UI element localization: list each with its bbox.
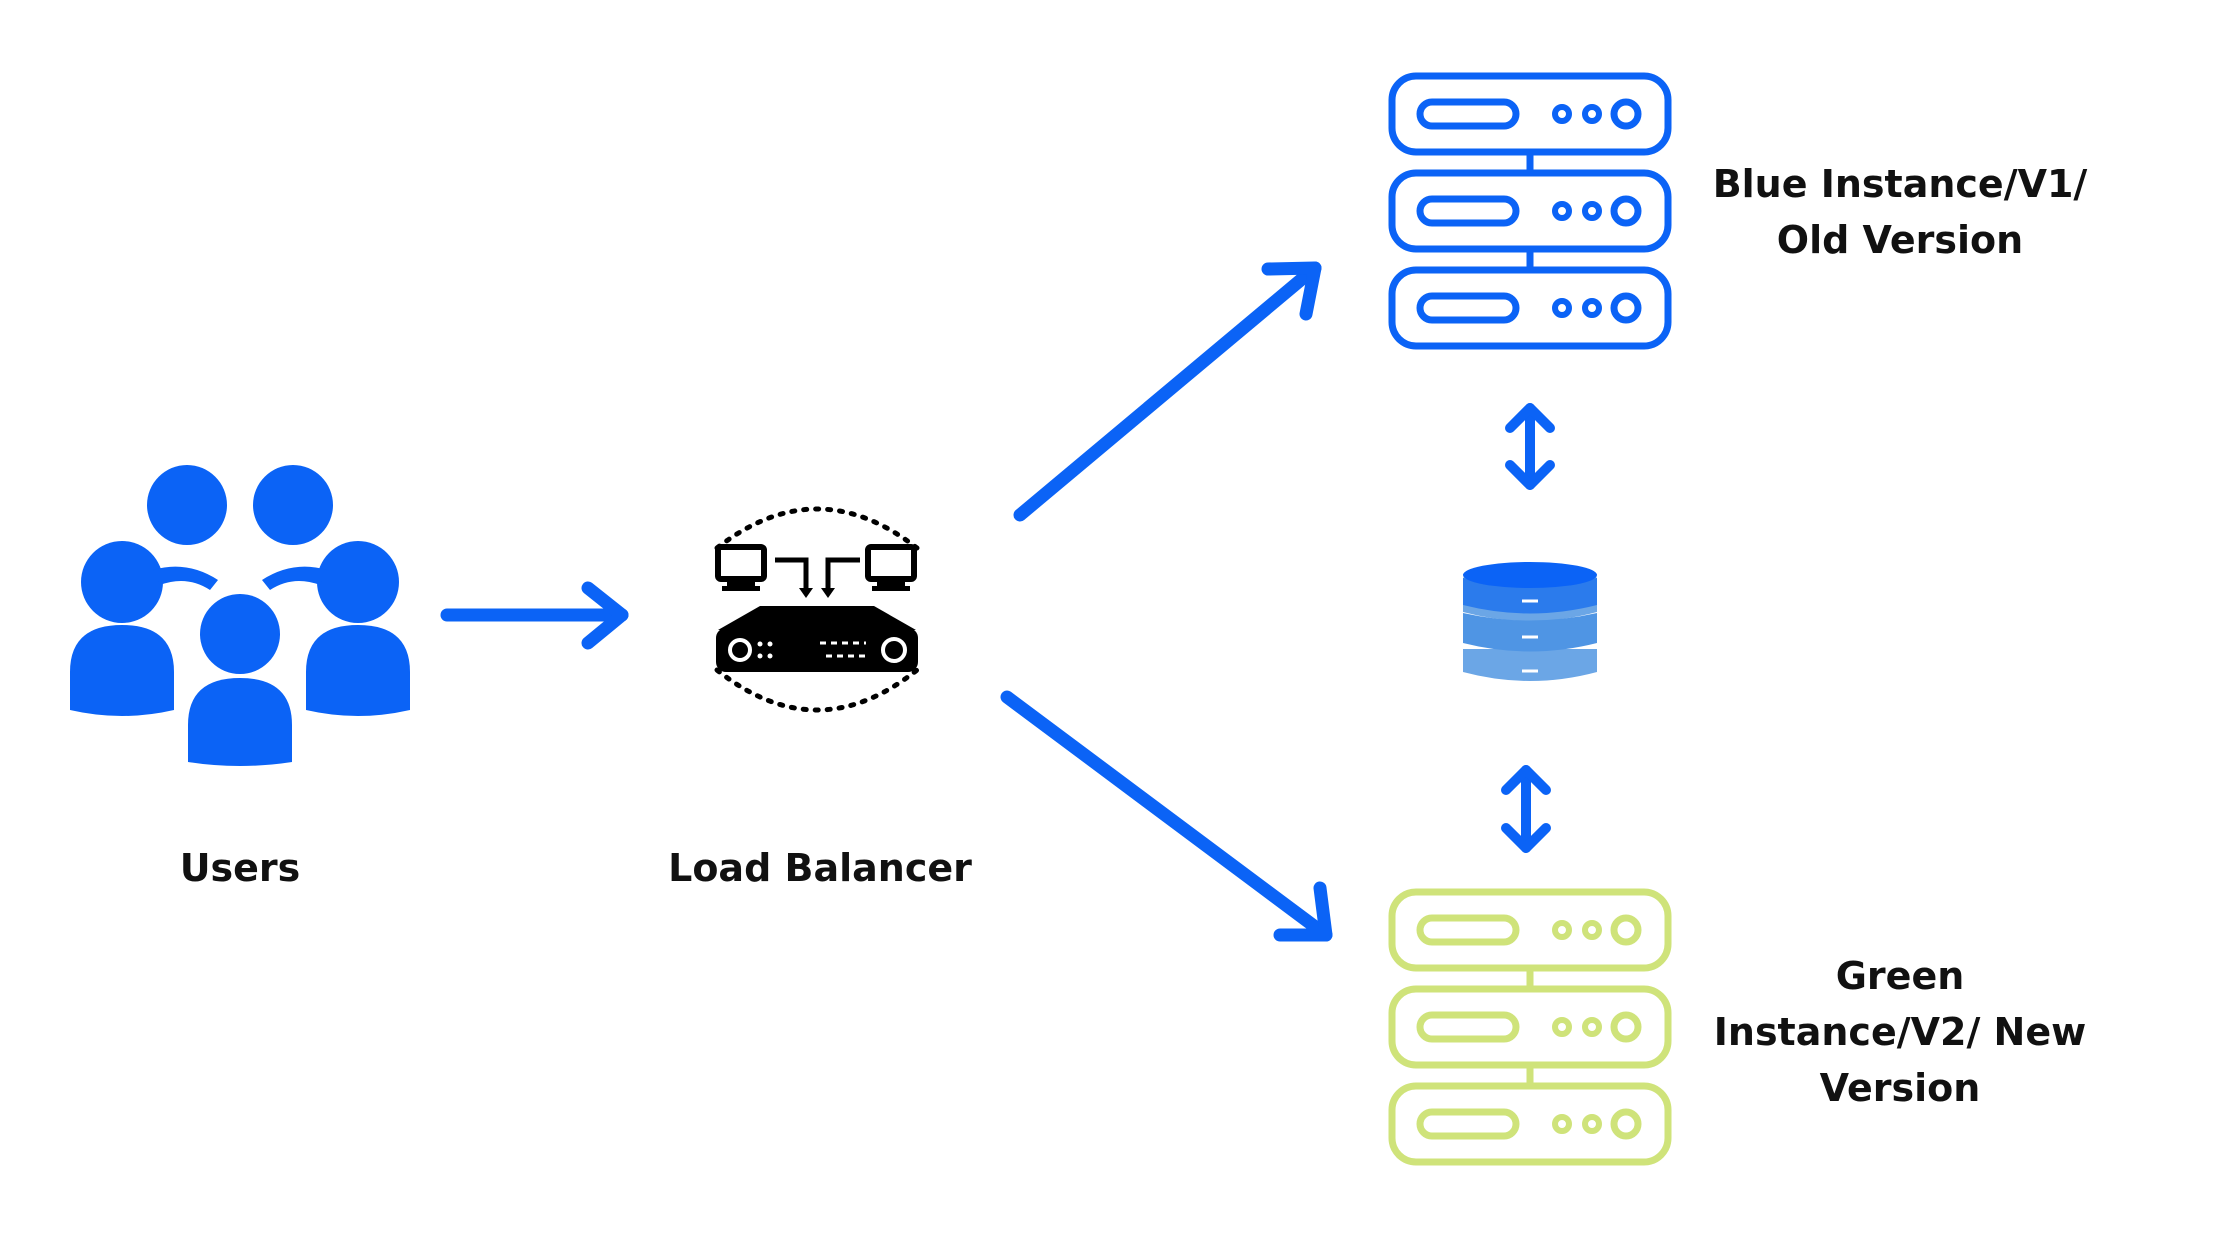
users-group-icon	[70, 465, 410, 766]
green-instance-label-line-2: Instance/V2/ New	[1713, 1010, 2087, 1054]
green-instance-label-line-3: Version	[1819, 1066, 1981, 1110]
users-label: Users	[140, 840, 340, 896]
arrow-lb-to-blue-instance	[1013, 261, 1322, 522]
blue-server-unit-2	[1392, 173, 1668, 249]
load-balancer-label-text: Load Balancer	[668, 846, 972, 890]
blue-server-unit-1	[1392, 76, 1668, 152]
green-server-stack-icon	[1392, 892, 1668, 1162]
green-server-unit-1	[1392, 892, 1668, 968]
green-server-unit-3	[1392, 1086, 1668, 1162]
bidirectional-arrow-blue-to-database	[1505, 403, 1555, 490]
load-balancer-icon	[714, 506, 920, 713]
database-icon	[1463, 562, 1597, 681]
green-instance-label-line-1: Green	[1835, 954, 1965, 998]
blue-instance-label: Blue Instance/V1/ Old Version	[1700, 156, 2100, 268]
blue-instance-label-line-2: Old Version	[1776, 218, 2024, 262]
bidirectional-arrow-database-to-green	[1501, 765, 1551, 853]
load-balancer-label: Load Balancer	[640, 840, 1000, 896]
green-instance-label: Green Instance/V2/ New Version	[1700, 948, 2100, 1116]
arrow-lb-to-green-instance	[1000, 690, 1333, 942]
blue-server-unit-3	[1392, 270, 1668, 346]
green-server-unit-2	[1392, 989, 1668, 1065]
users-label-text: Users	[179, 846, 301, 890]
blue-server-stack-icon	[1392, 76, 1668, 346]
blue-instance-label-line-1: Blue Instance/V1/	[1712, 162, 2088, 206]
arrow-users-to-load-balancer	[440, 581, 629, 650]
